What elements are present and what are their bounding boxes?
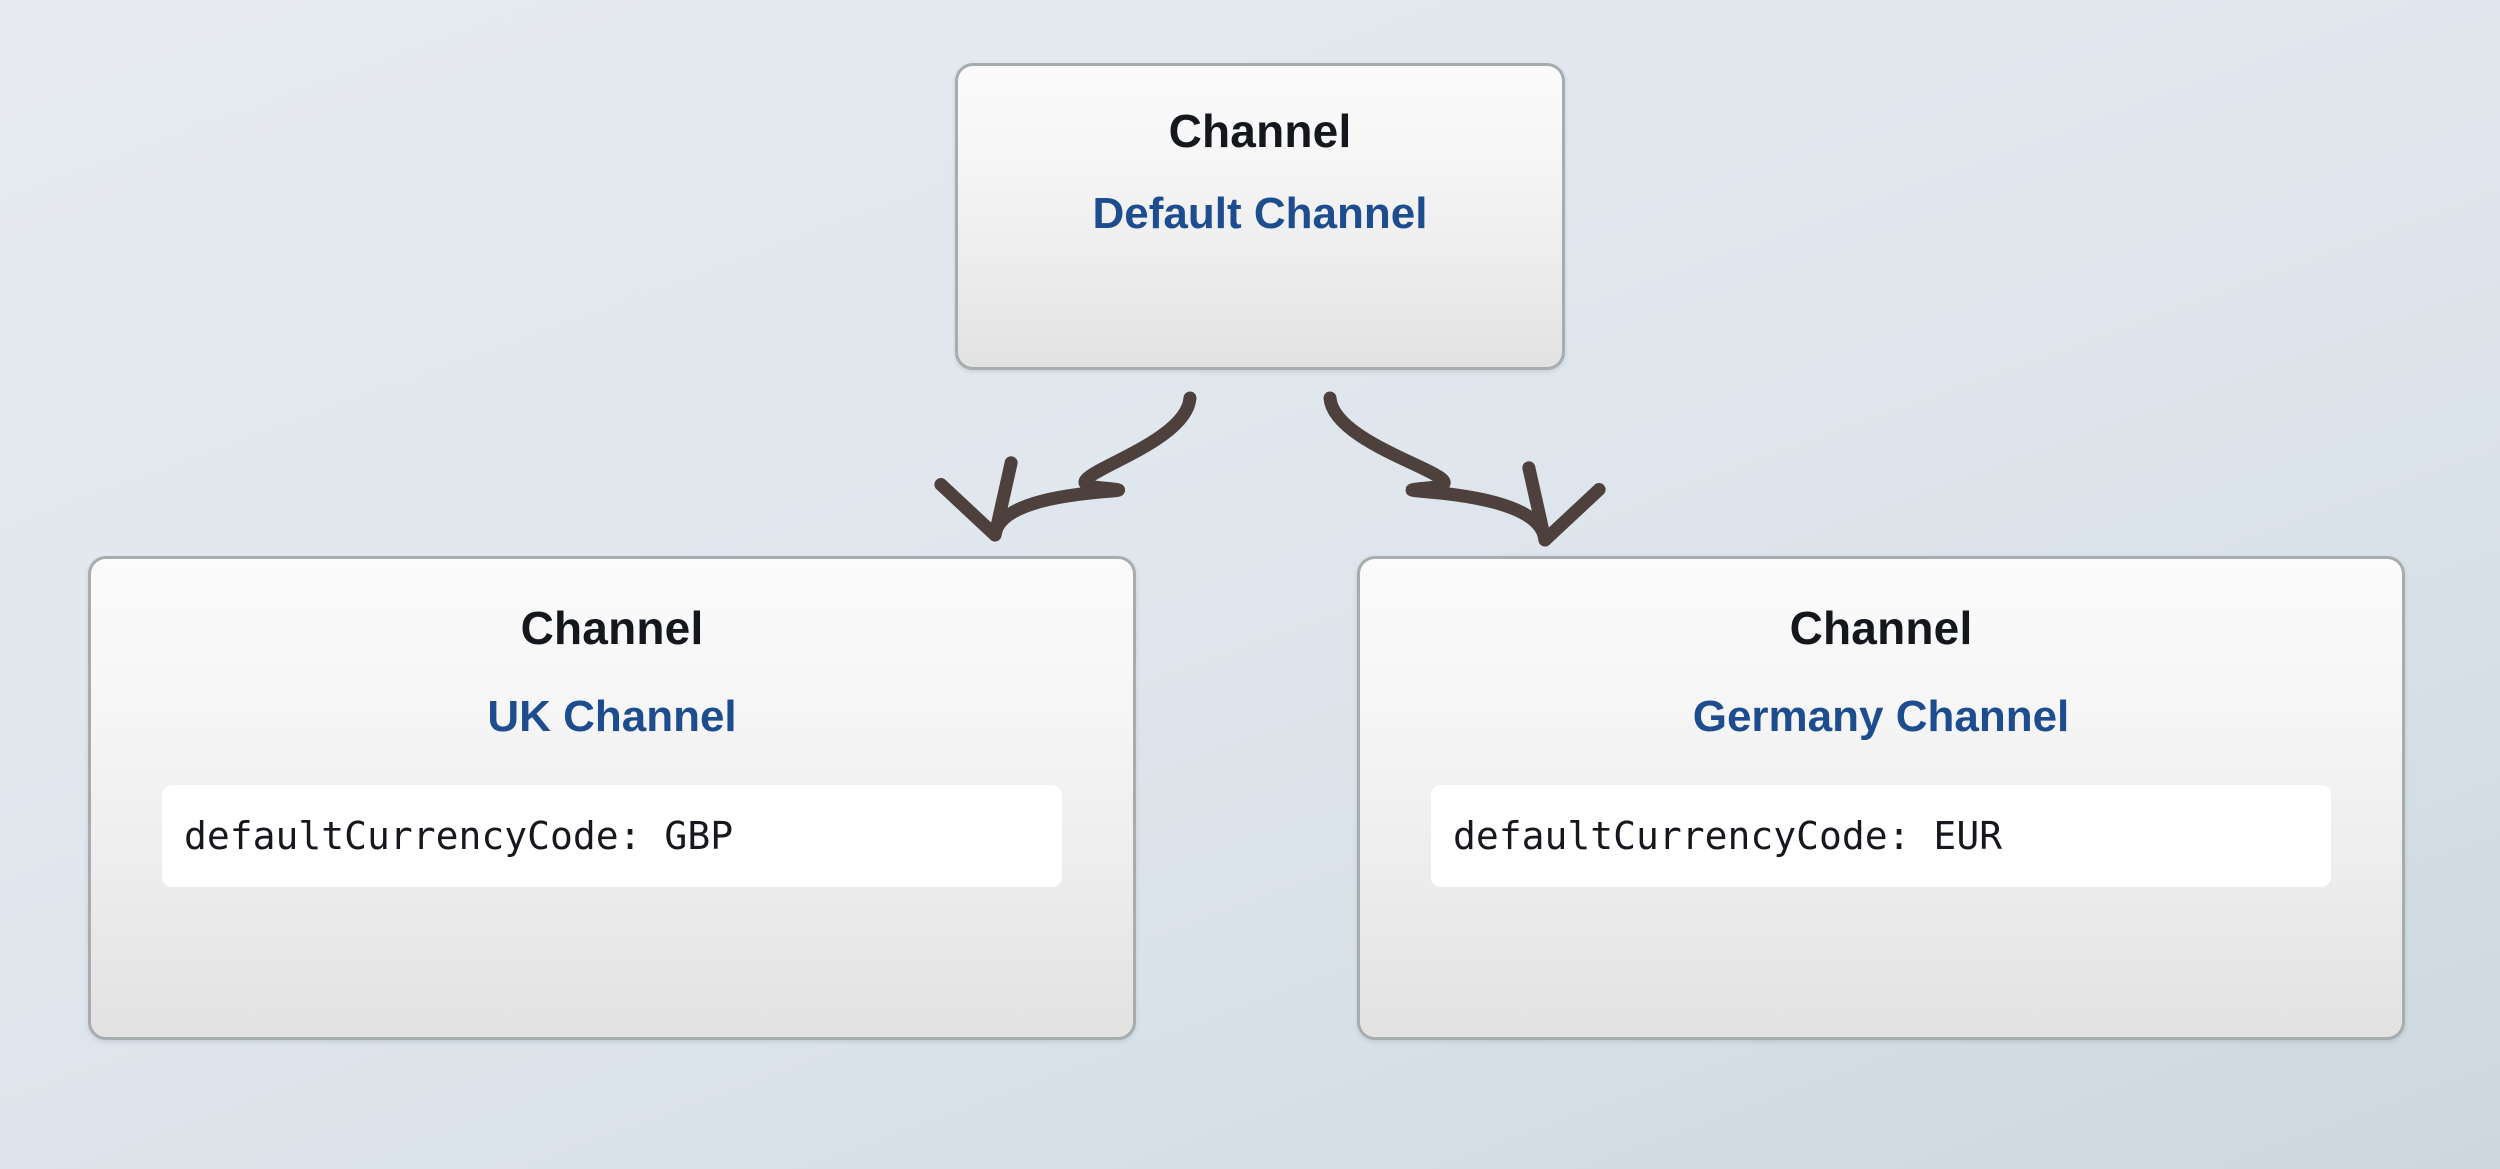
node-type-label: Channel xyxy=(1168,105,1352,157)
property-text: defaultCurrencyCode: EUR xyxy=(1453,814,2003,858)
edge-root-to-germany-arrowhead xyxy=(1522,461,1606,547)
property-box-germany: defaultCurrencyCode: EUR xyxy=(1431,785,2331,887)
edge-root-to-germany xyxy=(1323,391,1606,547)
node-name-label: UK Channel xyxy=(487,692,737,741)
property-text: defaultCurrencyCode: GBP xyxy=(184,814,734,858)
node-type-label: Channel xyxy=(1789,602,1973,654)
edge-root-to-uk xyxy=(934,391,1197,542)
node-germany-channel[interactable]: Channel Germany Channel defaultCurrencyC… xyxy=(1357,556,2405,1040)
property-box-uk: defaultCurrencyCode: GBP xyxy=(162,785,1062,887)
node-default-channel[interactable]: Channel Default Channel xyxy=(955,63,1565,370)
node-type-label: Channel xyxy=(520,602,704,654)
edge-root-to-uk-arrowhead xyxy=(934,456,1018,542)
node-uk-channel[interactable]: Channel UK Channel defaultCurrencyCode: … xyxy=(88,556,1136,1040)
node-name-label: Germany Channel xyxy=(1692,692,2070,741)
edge-root-to-uk-stroke xyxy=(988,391,1197,542)
edge-root-to-germany-stroke xyxy=(1323,391,1552,547)
node-name-label: Default Channel xyxy=(1092,189,1428,238)
